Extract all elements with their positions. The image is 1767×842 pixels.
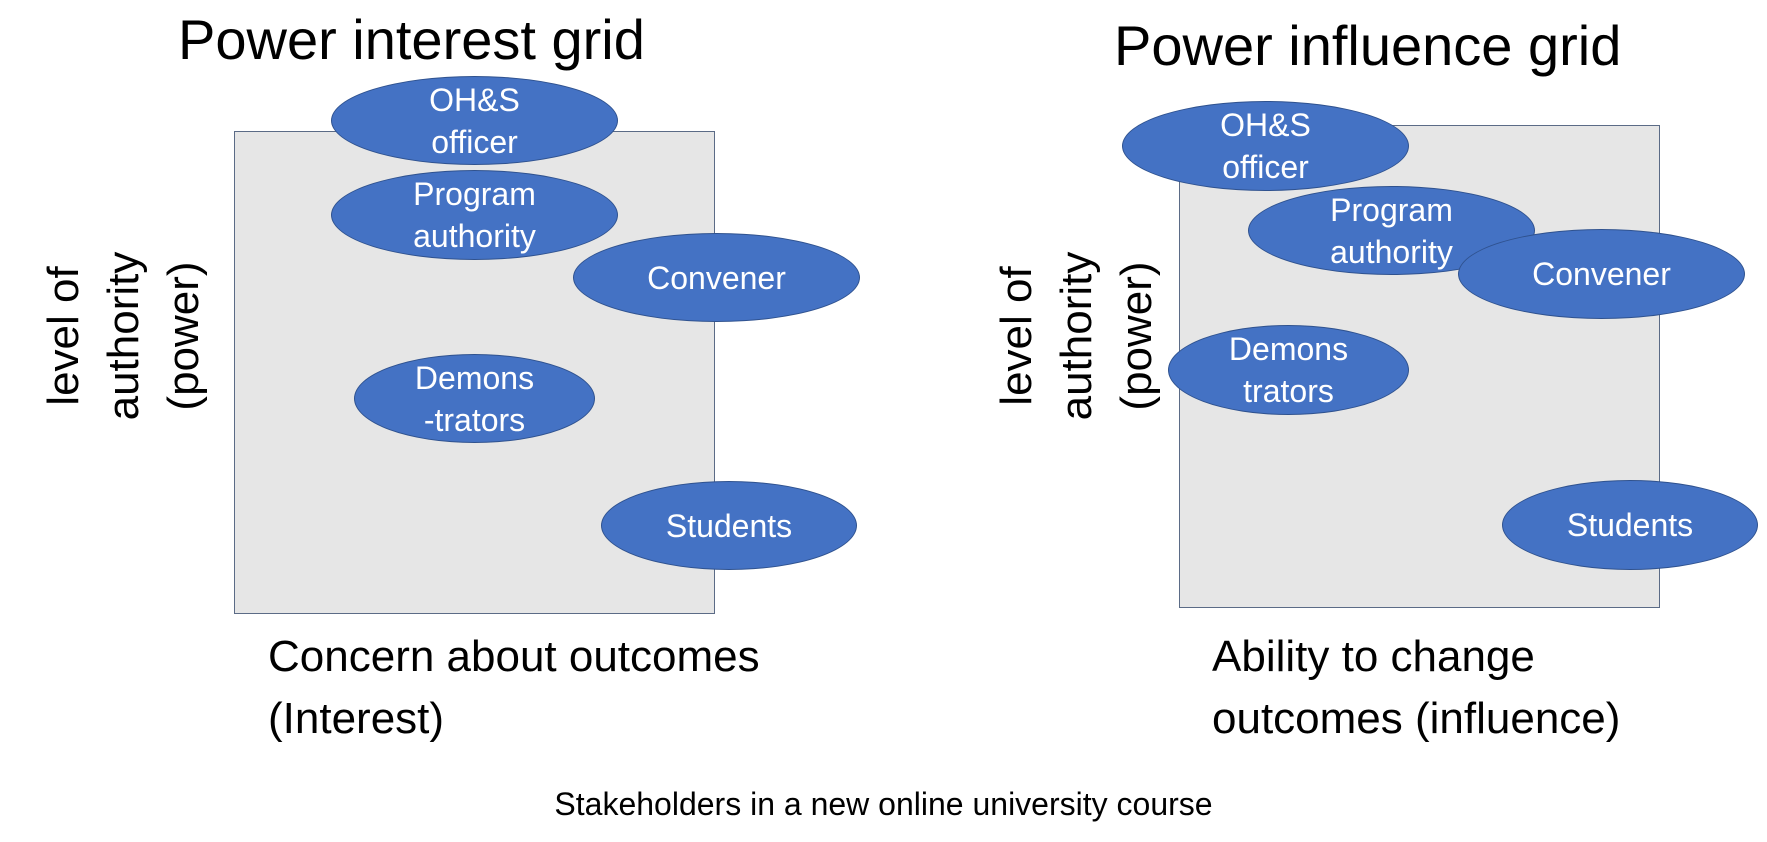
figure-caption: Stakeholders in a new online university … [554,786,1213,822]
stakeholder-ohs-officer: OH&S officer [1122,101,1409,191]
stakeholder-label: Demons [414,359,535,396]
x-label-line: Concern about outcomes [268,632,760,681]
stakeholder-label: Students [665,507,793,544]
stakeholder-label: Program [413,176,536,212]
stakeholder-label: OH&S [429,81,520,118]
stakeholder-demonstrators: Demons trators [1168,325,1409,415]
stakeholder-label: Convener [1532,256,1671,292]
stakeholder-students: Students [1502,480,1758,570]
stakeholder-convener: Convener [573,233,860,322]
stakeholder-label: authority [1330,233,1453,270]
x-label-line: Ability to change [1212,632,1535,681]
x-label-line: outcomes (influence) [1212,694,1621,743]
x-label-line: (Interest) [268,694,445,743]
stakeholder-label: -trators [423,401,526,438]
stakeholder-convener: Convener [1458,229,1745,319]
stakeholder-label: officer [431,123,518,160]
y-label-line: authority [1052,251,1101,421]
power-influence-x-axis-label: Ability to change outcomes (influence) [1212,626,1620,750]
stakeholder-label: OH&S [1220,107,1311,143]
stakeholder-label: authority [413,218,536,254]
stakeholder-label: trators [1243,373,1334,409]
stakeholder-program-authority: Program authority [331,170,618,260]
stakeholder-ohs-officer: OH&S officer [331,76,618,165]
power-interest-title: Power interest grid [178,8,645,71]
stakeholder-label: Program [1330,191,1453,228]
stakeholder-label: Demons [1228,331,1349,367]
stakeholder-program-authority: Program authority [1248,186,1535,275]
y-label-line: level of [39,266,88,406]
stakeholder-demonstrators: Demons -trators [354,354,595,443]
y-label-line: (power) [159,261,208,411]
stakeholder-label: officer [1222,149,1309,185]
stakeholder-label: Convener [647,259,786,296]
stakeholder-label: Students [1566,507,1694,543]
power-interest-x-axis-label: Concern about outcomes (Interest) [268,626,760,750]
y-label-line: (power) [1112,261,1161,411]
y-label-line: level of [992,266,1041,406]
y-label-line: authority [99,251,148,421]
power-influence-title: Power influence grid [1114,14,1622,77]
stakeholder-students: Students [601,481,857,570]
